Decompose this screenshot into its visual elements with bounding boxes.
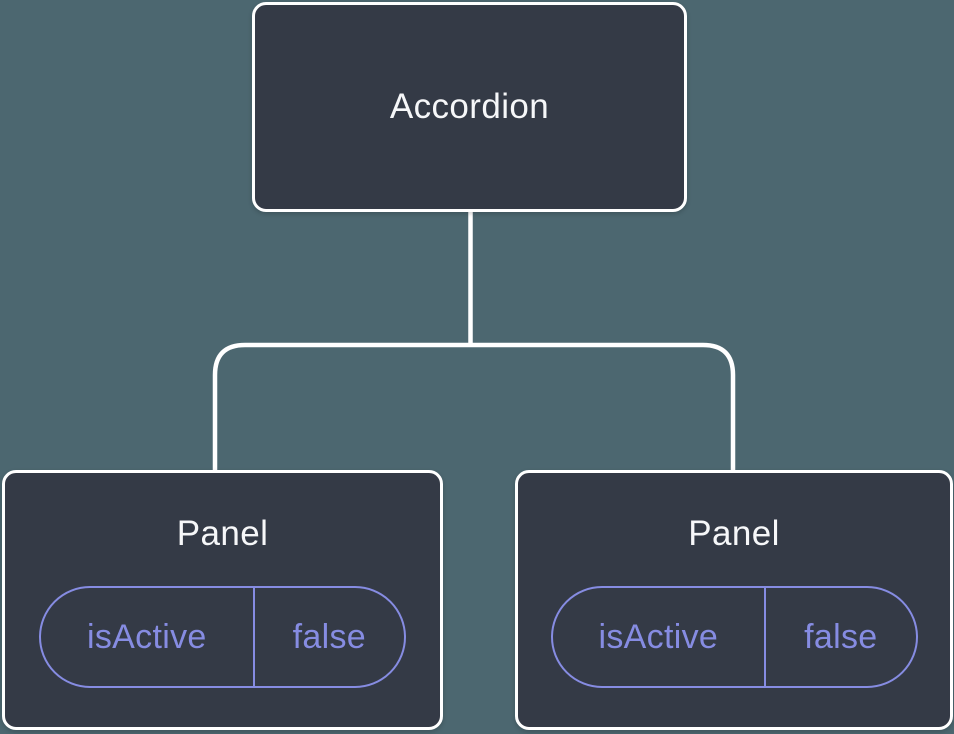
state-value: false [292,617,366,656]
panel-node-label: Panel [688,514,780,553]
state-key: isActive [553,588,767,687]
accordion-node: Accordion [252,2,687,212]
state-pill: isActive false [550,586,918,689]
panel-node-left: Panel isActive false [2,470,443,730]
state-value: false [804,617,878,656]
state-key: isActive [41,588,255,687]
accordion-node-label: Accordion [389,87,550,127]
panel-node-label: Panel [176,514,269,553]
state-pill: isActive false [39,586,406,689]
connector-bracket [212,342,736,472]
panel-node-right: Panel isActive false [515,470,953,730]
